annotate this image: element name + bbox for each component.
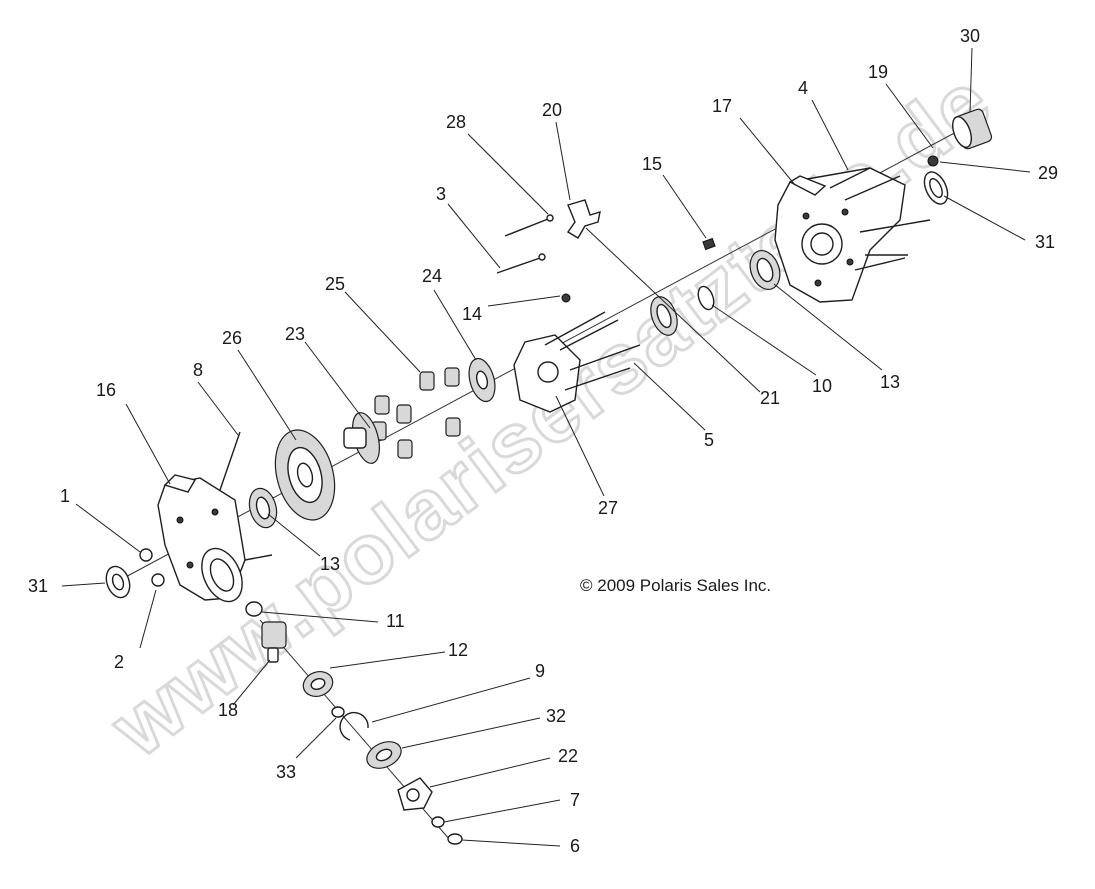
callout-32: 32 xyxy=(546,706,566,726)
callout-17: 17 xyxy=(712,96,732,116)
part-31-seal-right xyxy=(923,171,949,205)
callout-7: 7 xyxy=(570,790,580,810)
part-32-seal xyxy=(366,741,402,769)
part-21-ring xyxy=(650,296,678,336)
callout-14: 14 xyxy=(462,304,482,324)
callout-labels: 30 19 17 4 29 31 15 20 28 3 14 24 25 10 … xyxy=(28,26,1058,856)
callout-13: 13 xyxy=(880,372,900,392)
callout-6: 6 xyxy=(570,836,580,856)
callout-8: 8 xyxy=(193,360,203,380)
callout-23: 23 xyxy=(285,324,305,344)
callout-27: 27 xyxy=(598,498,618,518)
callout-20: 20 xyxy=(542,100,562,120)
part-6-nut xyxy=(447,833,463,845)
copyright-notice: © 2009 Polaris Sales Inc. xyxy=(580,576,771,595)
callout-4: 4 xyxy=(798,78,808,98)
leader-lines xyxy=(61,47,1031,847)
callout-24: 24 xyxy=(422,266,442,286)
callout-29: 29 xyxy=(1038,163,1058,183)
part-11-bushing xyxy=(245,601,263,617)
part-24-gear xyxy=(468,357,496,403)
callout-19: 19 xyxy=(868,62,888,82)
part-31-seal-left xyxy=(105,565,131,599)
callout-9: 9 xyxy=(535,661,545,681)
part-13-bearing-left xyxy=(248,487,278,529)
part-25-pinion-gears xyxy=(371,367,461,459)
part-29-fitting xyxy=(927,155,939,167)
callout-25: 25 xyxy=(325,274,345,294)
callout-1: 1 xyxy=(60,486,70,506)
callout-2: 2 xyxy=(114,652,124,672)
callout-12: 12 xyxy=(448,640,468,660)
part-23-sun-gear xyxy=(343,412,381,464)
part-22-flange xyxy=(397,777,433,811)
part-9-snap-ring xyxy=(339,711,369,741)
callout-30: 30 xyxy=(960,26,980,46)
part-16-front-housing xyxy=(157,431,273,603)
part-14-detent xyxy=(561,293,571,303)
callout-31: 31 xyxy=(28,576,48,596)
callout-21: 21 xyxy=(760,388,780,408)
part-26-ring-gear xyxy=(274,429,336,521)
part-15-plug xyxy=(702,237,716,251)
callout-26: 26 xyxy=(222,328,242,348)
part-27-carrier-plate xyxy=(513,311,641,413)
callout-13: 13 xyxy=(320,554,340,574)
part-10-o-ring xyxy=(697,285,715,311)
part-30-output-hub xyxy=(952,108,993,150)
callout-18: 18 xyxy=(218,700,238,720)
part-13-bearing-right xyxy=(749,250,781,290)
callout-5: 5 xyxy=(704,430,714,450)
watermark: www.polarisersatzteile.de xyxy=(93,53,1008,775)
part-1-plug xyxy=(139,548,153,562)
part-12-bearing xyxy=(302,671,334,697)
part-17-case-housing xyxy=(774,167,931,303)
callout-16: 16 xyxy=(96,380,116,400)
callout-10: 10 xyxy=(812,376,832,396)
callout-15: 15 xyxy=(642,154,662,174)
callout-22: 22 xyxy=(558,746,578,766)
part-33-o-ring xyxy=(331,706,345,718)
callout-31: 31 xyxy=(1035,232,1055,252)
part-20-shift-fork xyxy=(566,199,601,239)
callout-33: 33 xyxy=(276,762,296,782)
part-7-washer xyxy=(431,816,445,828)
callout-3: 3 xyxy=(436,184,446,204)
part-2-plug xyxy=(151,573,165,587)
part-28-pins xyxy=(496,214,554,274)
callout-11: 11 xyxy=(386,611,405,631)
callout-28: 28 xyxy=(446,112,466,132)
part-18-pinion-shaft xyxy=(261,621,287,663)
